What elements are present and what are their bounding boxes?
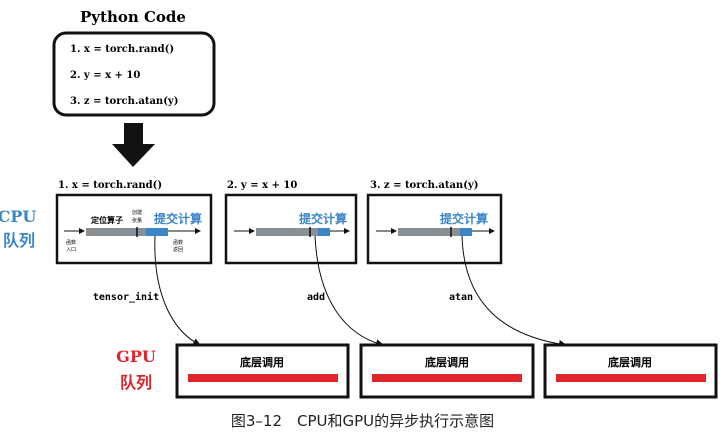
cpu-step-2-submit: 提交计算 xyxy=(299,211,347,226)
gpu-label-queue: 队列 xyxy=(120,373,152,392)
gpu-task-2-bar xyxy=(372,374,522,382)
cpu-step-2-bar-blue xyxy=(318,228,330,236)
cpu-step-1-create-2: 张量 xyxy=(132,217,142,224)
cpu-step-1-locate: 定位算子 xyxy=(90,215,123,225)
cpu-step-1-entry-2: 入口 xyxy=(66,247,76,253)
gpu-label: GPU xyxy=(116,347,156,366)
code-line-3: 3. z = torch.atan(y) xyxy=(70,96,178,107)
cpu-label-queue: 队列 xyxy=(3,231,35,250)
cpu-step-2-bar-gray xyxy=(256,228,318,236)
cpu-step-1-submit: 提交计算 xyxy=(154,211,202,226)
gpu-task-2-label: 底层调用 xyxy=(425,355,469,369)
gpu-task-3-bar xyxy=(556,374,706,382)
cpu-label: CPU xyxy=(0,207,36,226)
cpu-step-1-return-1: 函数 xyxy=(173,239,183,246)
kernel-label-1: tensor_init xyxy=(93,291,159,303)
cpu-step-1-bar-gray xyxy=(86,228,146,236)
gpu-task-1-bar xyxy=(188,374,338,382)
code-title: Python Code xyxy=(80,8,186,26)
cpu-step-3-bar-gray xyxy=(398,228,460,236)
launch-curve-1 xyxy=(154,235,201,346)
gpu-task-3-box xyxy=(543,343,718,399)
down-arrow-icon xyxy=(112,123,155,167)
cpu-step-1-create-1: 创建 xyxy=(132,209,142,216)
code-line-2: 2. y = x + 10 xyxy=(70,70,140,81)
cpu-step-3-submit: 提交计算 xyxy=(440,211,488,226)
launch-curve-3 xyxy=(461,235,567,348)
gpu-task-2-box xyxy=(359,343,535,399)
kernel-label-2: add xyxy=(307,292,325,303)
gpu-task-3-label: 底层调用 xyxy=(608,355,652,369)
kernel-label-3: atan xyxy=(449,292,473,303)
cpu-step-1-return-2: 返回 xyxy=(173,246,183,253)
code-line-1: 1. x = torch.rand() xyxy=(70,44,174,55)
cpu-step-1-title: 1. x = torch.rand() xyxy=(58,180,162,191)
gpu-task-1-label: 底层调用 xyxy=(240,355,284,369)
code-box xyxy=(52,31,216,117)
cpu-step-3-bar-blue xyxy=(460,228,472,236)
cpu-step-2-title: 2. y = x + 10 xyxy=(227,180,297,191)
launch-curve-2 xyxy=(314,235,384,348)
cpu-step-1-bar-blue xyxy=(146,228,168,236)
gpu-task-1-box xyxy=(175,343,350,399)
figure-caption: 图3–12 CPU和GPU的异步执行示意图 xyxy=(230,412,495,430)
cpu-step-1-entry-1: 函数 xyxy=(66,239,76,246)
cpu-step-3-title: 3. z = torch.atan(y) xyxy=(370,180,478,191)
